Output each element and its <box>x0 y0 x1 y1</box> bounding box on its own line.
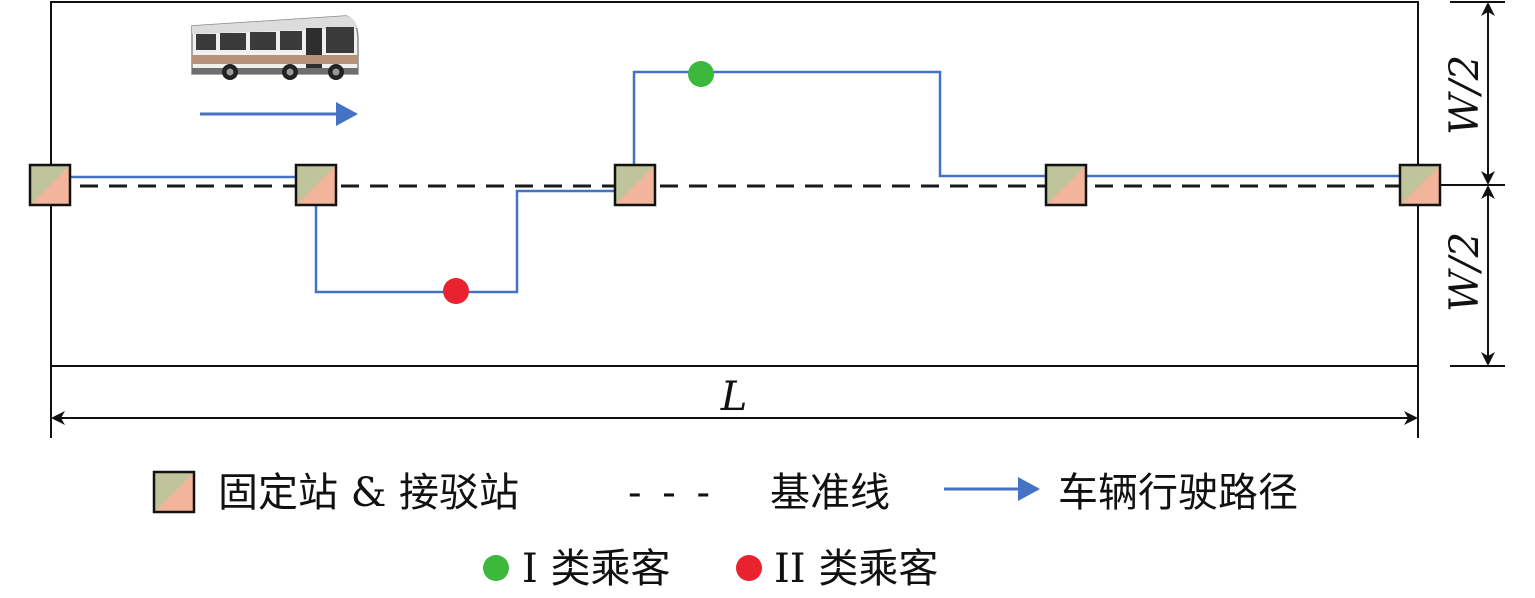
station <box>28 163 72 207</box>
legend-baseline-label: 基准线 <box>770 470 890 516</box>
legend-baseline-symbol: - - - <box>628 470 714 516</box>
length-dimension <box>50 366 1419 438</box>
width-dimension <box>1440 1 1505 367</box>
vehicle-route <box>51 70 1420 294</box>
station <box>1398 163 1442 207</box>
legend-class-1-label: I 类乘客 <box>522 546 671 592</box>
station <box>1044 163 1088 207</box>
half-width-label-bottom: W/2 <box>1442 232 1488 312</box>
bus-icon <box>191 15 359 80</box>
legend-station-symbol <box>152 470 196 514</box>
class-1-passenger <box>688 61 714 87</box>
station <box>613 163 657 207</box>
legend-class-2-label: II 类乘客 <box>774 546 938 592</box>
legend-station-label: 固定站 & 接驳站 <box>218 470 519 516</box>
legend-class-2-symbol <box>736 555 762 581</box>
station <box>294 163 338 207</box>
class-2-passenger <box>443 278 469 304</box>
legend-route-label: 车辆行驶路径 <box>1058 470 1298 516</box>
legend-class-1-symbol <box>483 555 509 581</box>
length-label: L <box>720 374 748 420</box>
half-width-label-top: W/2 <box>1442 55 1488 135</box>
